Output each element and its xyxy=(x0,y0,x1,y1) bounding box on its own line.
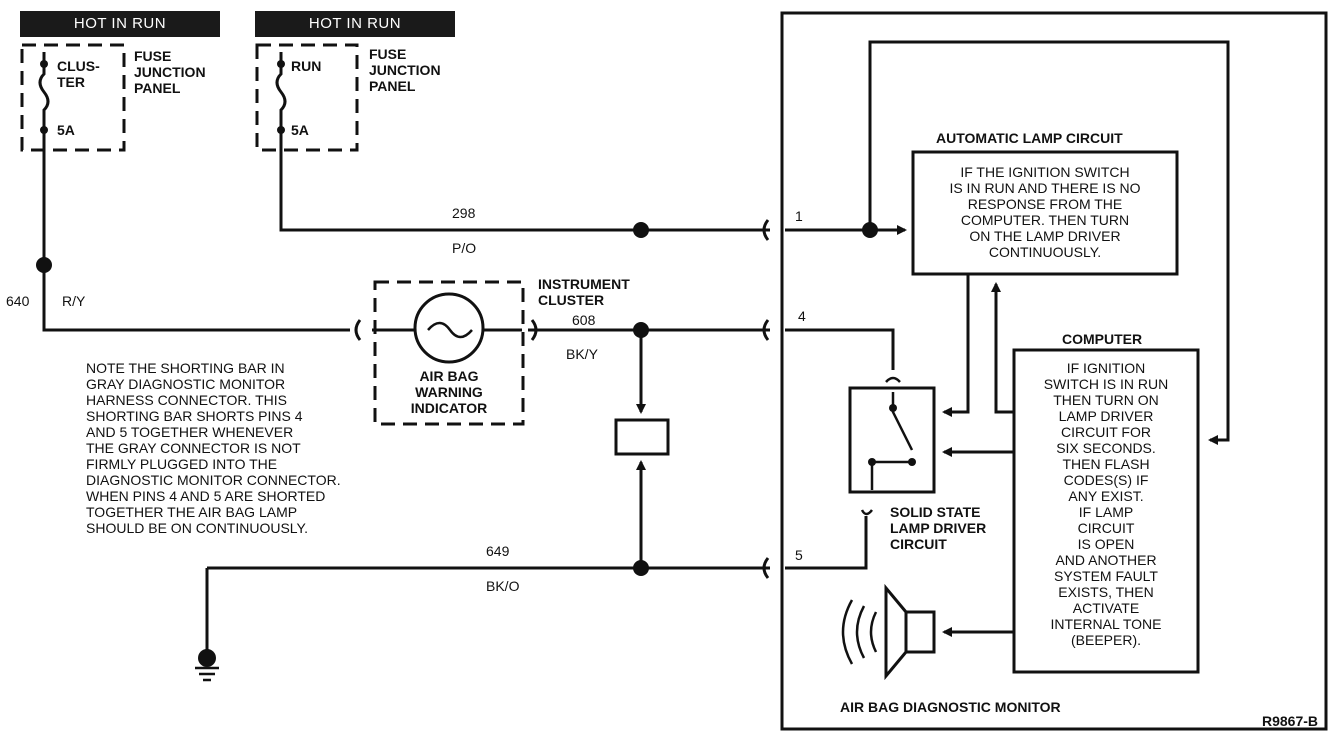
fuse-right-rating: 5A xyxy=(291,122,309,138)
fuse-right-top-node xyxy=(277,60,285,68)
fuse-left-panel: FUSE JUNCTION PANEL xyxy=(134,48,206,96)
warning-indicator-label: AIR BAG WARNING INDICATOR xyxy=(410,368,488,416)
wire-298-number: 298 xyxy=(452,205,476,221)
instrument-cluster-title: INSTRUMENT CLUSTER xyxy=(538,276,630,308)
fuse-left-rating: 5A xyxy=(57,122,75,138)
splice-649 xyxy=(633,560,649,576)
shorting-bar-note: NOTE THE SHORTING BAR IN GRAY DIAGNOSTIC… xyxy=(86,360,341,536)
diagnostic-monitor-box xyxy=(780,11,1328,731)
fuse-right-element xyxy=(275,52,287,130)
auto-lamp-box xyxy=(911,150,1179,276)
computer-text: IF IGNITION SWITCH IS IN RUN THEN TURN O… xyxy=(1043,360,1169,648)
computer-box xyxy=(1012,348,1200,674)
fuse-left-box xyxy=(20,43,126,152)
wire-640-color: R/Y xyxy=(62,293,86,309)
fuse-right-bottom-node xyxy=(277,126,285,134)
splice-640 xyxy=(36,257,52,273)
fuse-right-panel: FUSE JUNCTION PANEL xyxy=(369,46,441,94)
splice-608 xyxy=(633,322,649,338)
shorting-bar xyxy=(614,418,670,456)
warning-lamp xyxy=(413,292,485,364)
auto-lamp-title: AUTOMATIC LAMP CIRCUIT xyxy=(936,130,1123,146)
splice-pin1 xyxy=(862,222,878,238)
wire-649-number: 649 xyxy=(486,543,510,559)
fuse-left-bottom-node xyxy=(40,126,48,134)
wire-640 xyxy=(42,130,350,332)
wire-649-color: BK/O xyxy=(486,578,520,594)
computer-title: COMPUTER xyxy=(1062,331,1143,347)
pin-4-label: 4 xyxy=(798,308,806,324)
speaker-cone xyxy=(884,583,908,681)
speaker-magnet xyxy=(904,610,936,654)
figure-id: R9867-B xyxy=(1262,713,1319,729)
fuse-left-top-node xyxy=(40,60,48,68)
monitor-label: AIR BAG DIAGNOSTIC MONITOR xyxy=(840,699,1061,715)
pin-1-label: 1 xyxy=(795,208,803,224)
wire-298-color: P/O xyxy=(452,240,477,256)
wire-298 xyxy=(279,130,770,232)
splice-298 xyxy=(633,222,649,238)
pin-5-label: 5 xyxy=(795,547,803,563)
fuse-right-header: HOT IN RUN xyxy=(255,11,455,37)
fuse-right-box xyxy=(255,43,359,152)
instrument-cluster-box xyxy=(373,280,525,426)
fuse-left-header: HOT IN RUN xyxy=(20,11,220,37)
wire-640-number: 640 xyxy=(6,293,30,309)
lamp-driver-box xyxy=(848,386,936,494)
wire-608-number: 608 xyxy=(572,312,596,328)
auto-lamp-text: IF THE IGNITION SWITCH IS IN RUN AND THE… xyxy=(949,164,1141,260)
ground-node xyxy=(198,649,216,667)
fuse-left-name: CLUS- TER xyxy=(57,58,100,90)
wire-608-color: BK/Y xyxy=(566,346,598,362)
fuse-left-element xyxy=(38,52,50,130)
fuse-right-name: RUN xyxy=(291,58,322,74)
lamp-driver-label: SOLID STATE LAMP DRIVER CIRCUIT xyxy=(890,504,987,552)
